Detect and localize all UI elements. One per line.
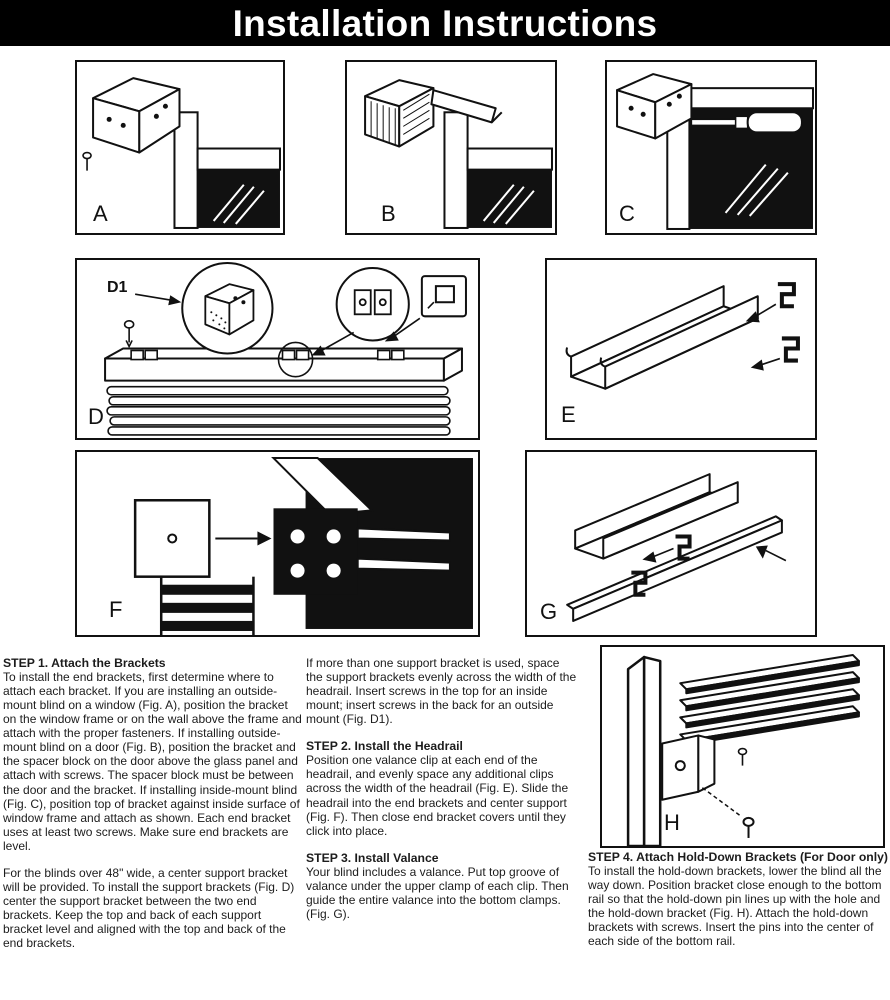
step1-paragraph-1: To install the end brackets, first deter… — [3, 670, 302, 853]
step1-paragraph-2: For the blinds over 48" wide, a center s… — [3, 865, 295, 950]
figure-label-g: G — [540, 599, 558, 624]
hold-down-bracket-diagram — [626, 654, 860, 846]
step2-paragraph: Position one valance clip at each end of… — [306, 753, 569, 838]
figure-label-c: C — [619, 201, 635, 226]
outside-mount-window-diagram — [82, 77, 281, 229]
step1-paragraph-3: If more than one support bracket is used… — [306, 656, 577, 727]
step4-heading: STEP 4. Attach Hold-Down Brackets (For D… — [588, 850, 888, 864]
instructions-column-1: STEP 1. Attach the Brackets To install t… — [3, 656, 303, 950]
figure-panel-h: H — [600, 645, 885, 848]
valance-clips-diagram — [566, 473, 787, 622]
figure-panel-e: E — [545, 258, 817, 440]
outside-mount-door-diagram — [364, 79, 553, 229]
figure-panel-f: F — [75, 450, 480, 637]
figure-label-b: B — [381, 201, 396, 226]
instructions-column-3: STEP 4. Attach Hold-Down Brackets (For D… — [588, 850, 888, 948]
page-title: Installation Instructions — [232, 2, 658, 44]
figure-label-h: H — [664, 810, 680, 835]
inside-mount-diagram — [616, 73, 814, 230]
step3-paragraph: Your blind includes a valance. Put top g… — [306, 864, 569, 921]
step3-heading: STEP 3. Install Valance — [306, 850, 439, 865]
bracket-pin-diagram — [133, 457, 473, 635]
step2-heading: STEP 2. Install the Headrail — [306, 739, 463, 754]
step4-paragraph: To install the hold-down brackets, lower… — [588, 864, 882, 949]
headrail-brackets-diagram — [104, 262, 467, 436]
figure-label-d1: D1 — [107, 279, 128, 296]
figure-panel-g: G — [525, 450, 817, 637]
figure-label-f: F — [109, 597, 123, 622]
step1-heading: STEP 1. Attach the Brackets — [3, 656, 166, 670]
figure-label-a: A — [93, 201, 108, 226]
instructions-column-2: If more than one support bracket is used… — [306, 656, 579, 921]
figure-panel-a: A — [75, 60, 285, 235]
figure-panel-b: B — [345, 60, 557, 235]
figure-panel-d: D1 D — [75, 258, 480, 440]
title-bar: Installation Instructions — [0, 0, 890, 46]
figure-label-e: E — [561, 402, 576, 427]
figure-panel-c: C — [605, 60, 817, 235]
headrail-clips-diagram — [565, 282, 800, 390]
screwdriver-icon — [690, 111, 803, 134]
figure-label-d: D — [88, 404, 104, 429]
